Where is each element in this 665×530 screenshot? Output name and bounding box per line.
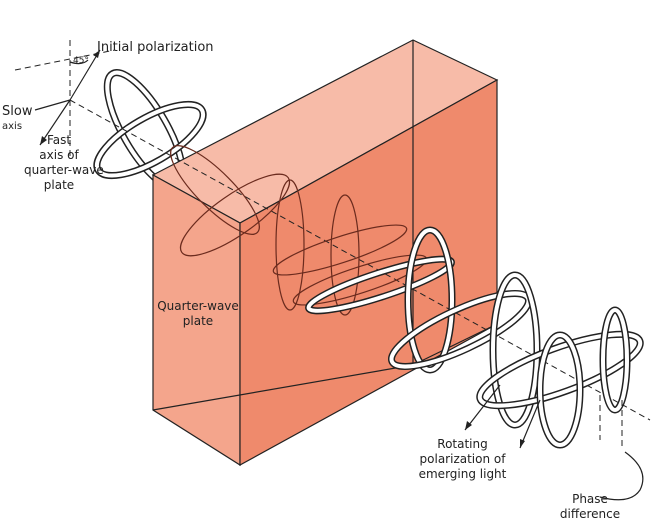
propagation-axis — [69, 99, 651, 421]
rotating-line2: polarization of — [419, 452, 506, 466]
plate-line1: Quarter-wave — [157, 299, 239, 313]
wave-in-plate — [170, 145, 428, 316]
slow-axis-label: Slow axis — [2, 104, 32, 134]
fast-axis-label: Fast axis of quarter-wave plate — [24, 133, 104, 193]
plate-line2: plate — [182, 314, 214, 328]
fast-axis-line3: quarter-wave — [24, 163, 104, 177]
phase-line1: Phase — [572, 492, 608, 506]
annotations — [464, 384, 644, 501]
slow-axis-line2: axis — [2, 121, 23, 132]
rotating-line3: emerging light — [418, 467, 507, 481]
phase-difference-label: Phase difference — [555, 492, 625, 522]
emerging-wave — [305, 226, 644, 449]
fast-axis-line2: axis of — [39, 148, 79, 162]
fast-axis-line4: plate — [43, 178, 75, 192]
angle-label: 45° — [73, 56, 89, 66]
slow-axis-line1: Slow — [2, 104, 33, 119]
fast-axis-line1: Fast — [46, 133, 72, 147]
incident-wave — [93, 69, 207, 191]
initial-polarization-label: Initial polarization — [97, 40, 214, 55]
phase-line2: difference — [559, 507, 621, 521]
rotating-line1: Rotating — [437, 437, 488, 451]
plate-label: Quarter-wave plate — [156, 299, 240, 329]
rotating-polarization-label: Rotating polarization of emerging light — [410, 437, 515, 482]
